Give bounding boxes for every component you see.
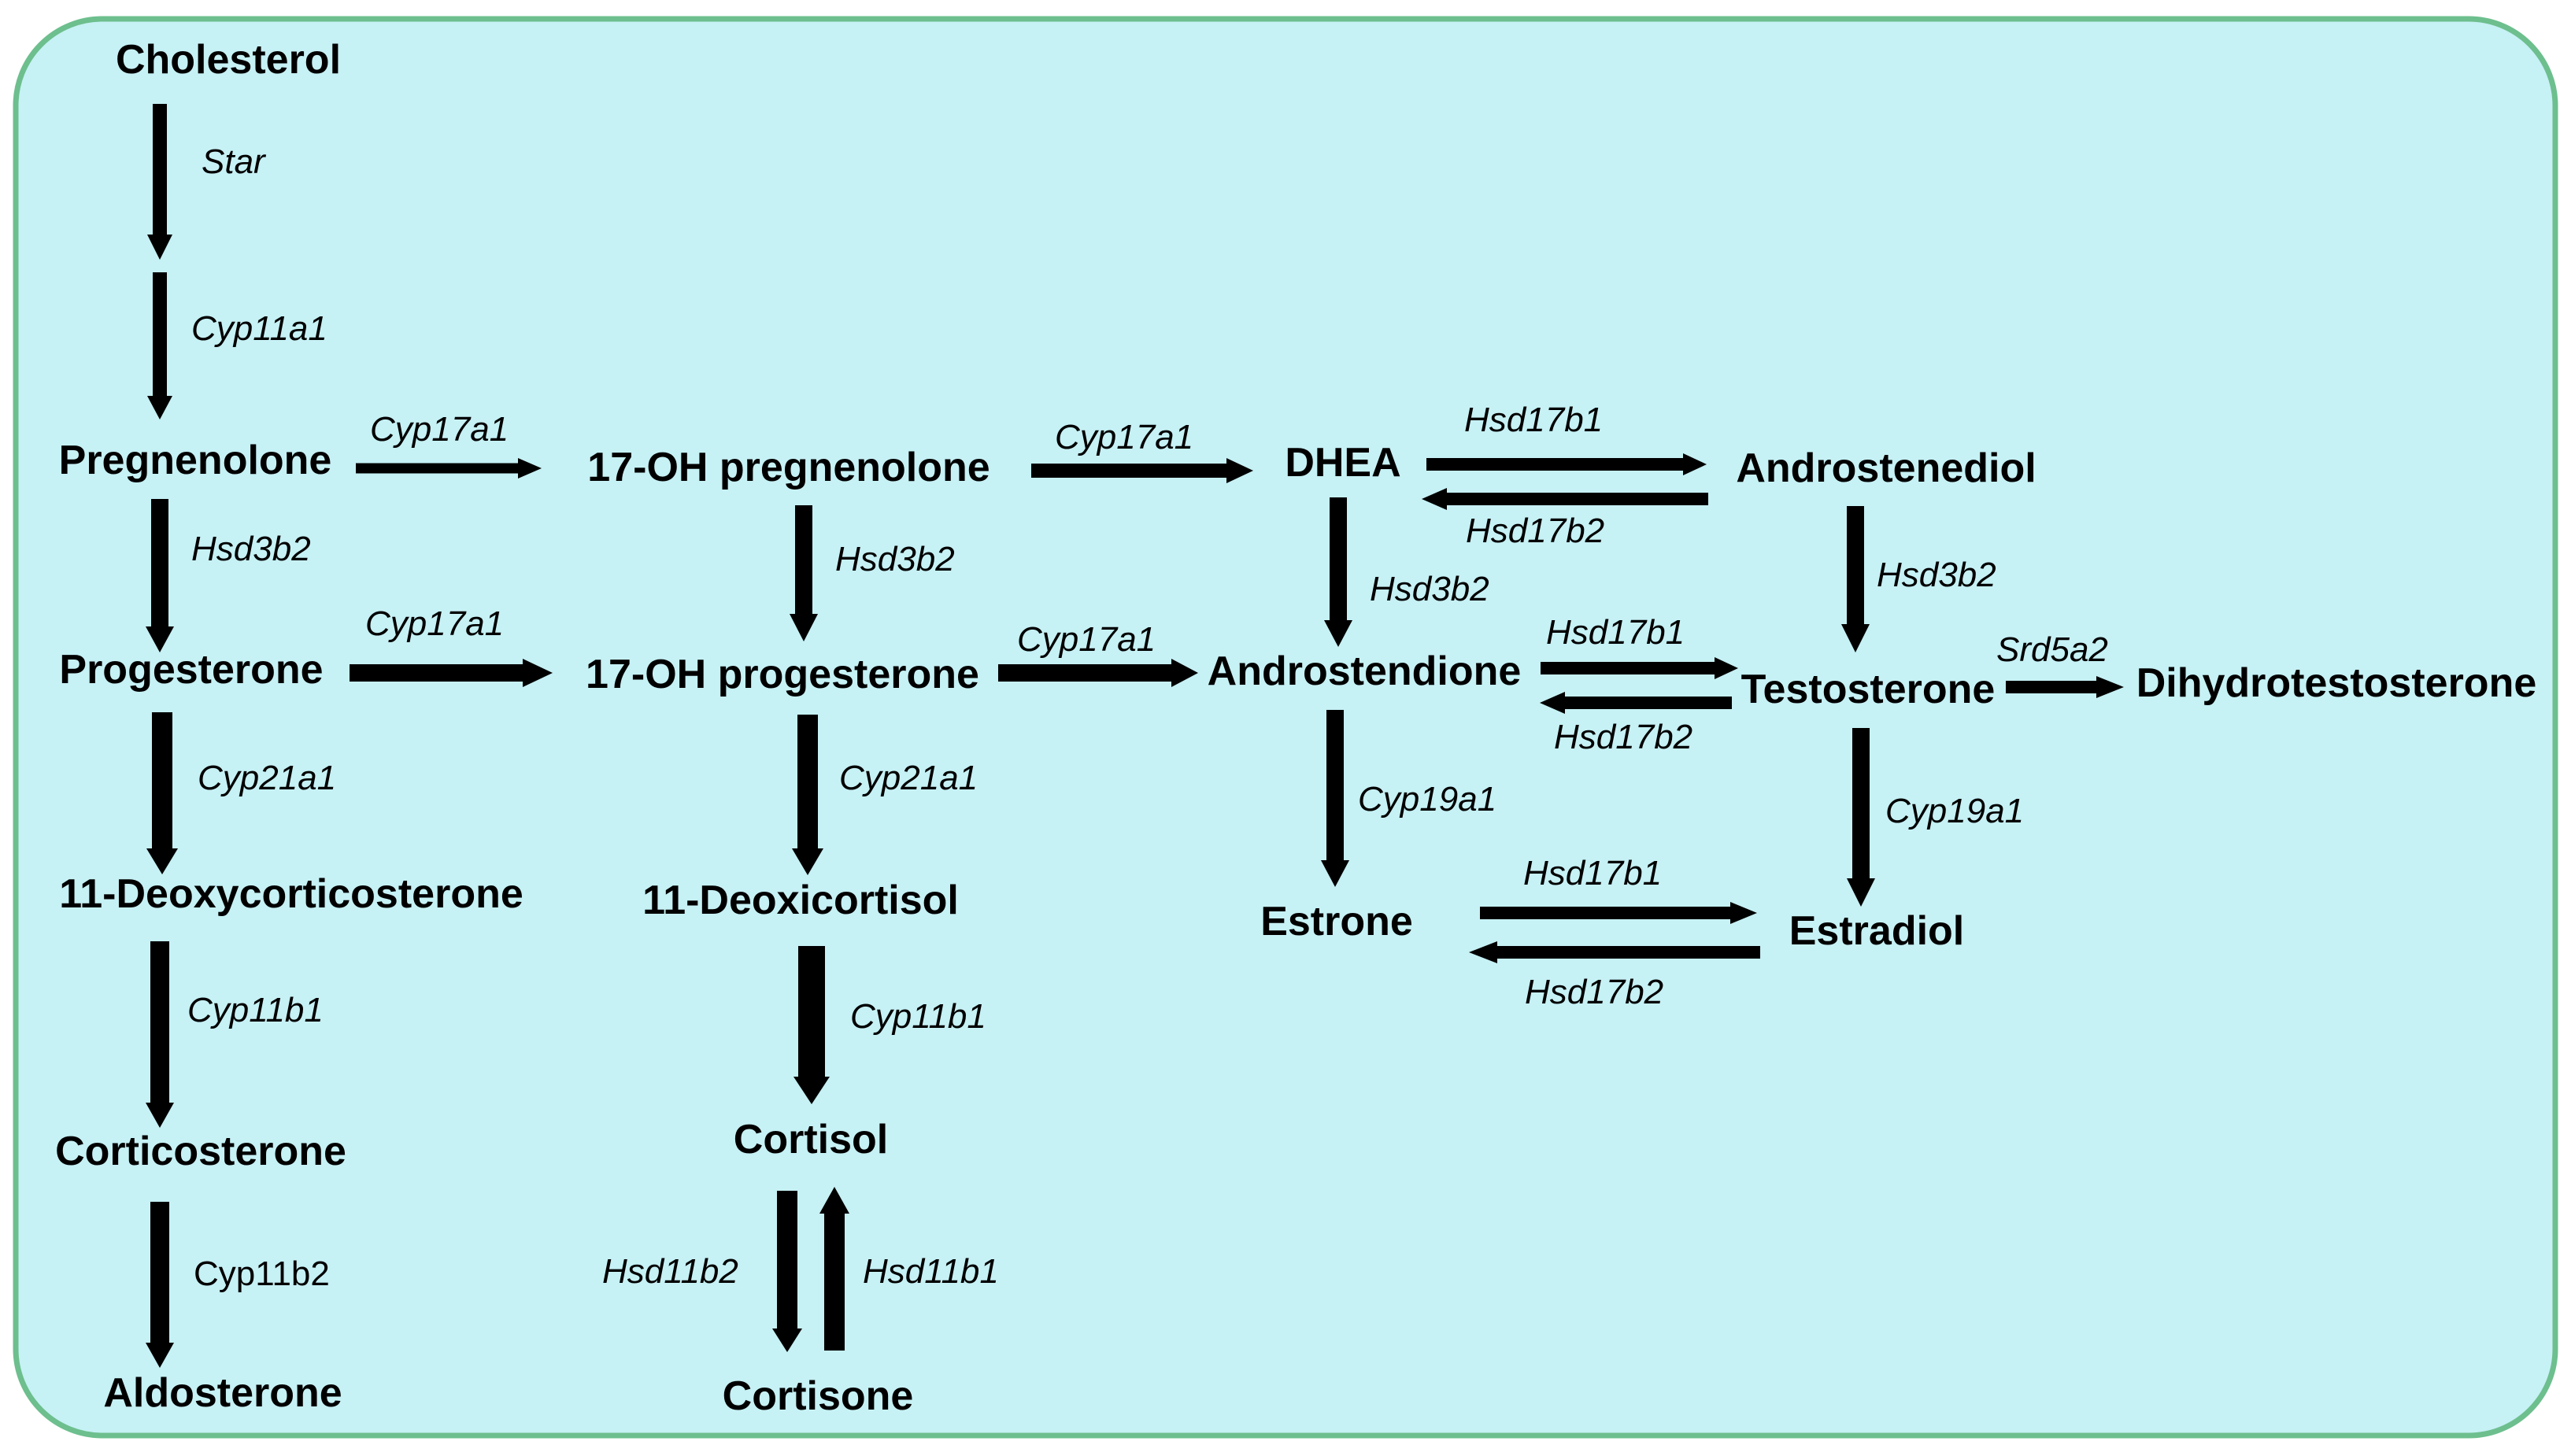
arrow-androstendione-to-testosterone	[1541, 657, 1738, 679]
enzyme-cyp17a1-17oh-pregnenolone: Cyp17a1	[1055, 418, 1193, 456]
enzyme-cyp21a1-progesterone: Cyp21a1	[198, 759, 336, 797]
compound-androstendione: Androstendione	[1208, 649, 1522, 694]
enzyme-hsd17b1-estrone: Hsd17b1	[1523, 854, 1662, 892]
arrow-deoxicortisol-to-cortisol	[793, 946, 830, 1104]
arrow-testosterone-to-estradiol	[1847, 728, 1875, 907]
enzyme-cyp19a1-testosterone: Cyp19a1	[1885, 792, 2024, 830]
arrow-pregnenolone-to-17oh-pregnenolone	[356, 458, 542, 479]
arrow-pregnenolone-to-progesterone	[146, 499, 174, 652]
compound-17oh-pregnenolone: 17-OH pregnenolone	[587, 445, 990, 490]
enzyme-hsd17b2-estrone: Hsd17b2	[1525, 973, 1663, 1011]
enzyme-hsd11b2: Hsd11b2	[602, 1252, 738, 1291]
enzyme-cyp17a1-pregnenolone: Cyp17a1	[370, 410, 509, 449]
compound-11-deoxicortisol: 11-Deoxicortisol	[642, 878, 959, 923]
compound-androstenediol: Androstenediol	[1736, 445, 2036, 491]
arrow-androstendione-to-estrone	[1321, 710, 1349, 887]
enzyme-hsd11b1: Hsd11b1	[863, 1252, 999, 1291]
reaction-arrows	[146, 104, 2124, 1368]
arrow-androstenediol-to-testosterone	[1841, 506, 1870, 652]
enzyme-cyp11b1-deoxycorticosterone: Cyp11b1	[187, 991, 324, 1029]
compound-progesterone: Progesterone	[59, 647, 323, 693]
arrow-corticosterone-to-aldosterone	[146, 1202, 174, 1368]
arrow-testosterone-to-dihydrotestosterone	[2006, 676, 2124, 698]
enzyme-cyp17a1-17oh-progesterone: Cyp17a1	[1017, 620, 1156, 659]
enzyme-cyp21a1-17oh-progesterone: Cyp21a1	[839, 759, 978, 797]
arrow-17oh-progesterone-to-deoxicortisol	[792, 715, 823, 875]
compound-cholesterol: Cholesterol	[116, 37, 341, 83]
enzyme-hsd3b2-dhea: Hsd3b2	[1370, 570, 1489, 608]
enzyme-hsd17b2-androstendione: Hsd17b2	[1554, 718, 1692, 756]
compound-dihydrotestosterone: Dihydrotestosterone	[2136, 660, 2537, 706]
compound-corticosterone: Corticosterone	[55, 1129, 346, 1174]
enzyme-hsd17b1-dhea: Hsd17b1	[1464, 401, 1603, 439]
compound-estradiol: Estradiol	[1789, 908, 1965, 954]
enzyme-hsd3b2-androstenediol: Hsd3b2	[1877, 556, 1996, 594]
compound-testosterone: Testosterone	[1741, 667, 1996, 712]
compound-cortisone: Cortisone	[723, 1373, 914, 1419]
enzyme-star: Star	[202, 142, 267, 181]
pathway-panel	[13, 16, 2558, 1439]
arrow-deoxycorticosterone-to-corticosterone	[146, 941, 174, 1128]
enzyme-cyp11b1-deoxicortisol: Cyp11b1	[850, 997, 986, 1036]
compound-labels: Cholesterol Pregnenolone Progesterone 11…	[55, 37, 2536, 1419]
arrow-cholesterol-to-intermediate	[147, 104, 172, 260]
enzyme-cyp17a1-progesterone: Cyp17a1	[365, 604, 504, 643]
arrow-17oh-progesterone-to-androstendione	[998, 659, 1198, 687]
enzyme-cyp11a1: Cyp11a1	[191, 309, 327, 348]
arrow-dhea-to-androstenediol	[1426, 453, 1707, 475]
arrow-estrone-to-estradiol	[1480, 902, 1757, 924]
compound-17oh-progesterone: 17-OH progesterone	[586, 652, 979, 697]
arrow-testosterone-to-androstendione	[1540, 692, 1732, 714]
arrow-androstenediol-to-dhea	[1422, 488, 1708, 510]
enzyme-srd5a2: Srd5a2	[1996, 630, 2108, 669]
arrow-intermediate-to-pregnenolone	[147, 272, 172, 419]
compound-cortisol: Cortisol	[734, 1117, 888, 1162]
enzyme-hsd17b2-dhea: Hsd17b2	[1466, 512, 1604, 550]
enzyme-hsd3b2-pregnenolone: Hsd3b2	[191, 530, 311, 568]
arrow-estradiol-to-estrone	[1469, 941, 1760, 963]
enzyme-cyp11b2: Cyp11b2	[194, 1255, 330, 1293]
arrow-progesterone-to-17oh-progesterone	[350, 659, 553, 687]
compound-pregnenolone: Pregnenolone	[59, 438, 332, 483]
enzyme-hsd3b2-17oh-pregnenolone: Hsd3b2	[835, 540, 955, 578]
compound-11-deoxycorticosterone: 11-Deoxycorticosterone	[59, 871, 523, 917]
enzyme-labels: Star Cyp11a1 Hsd3b2 Cyp21a1 Cyp11b1 Cyp1…	[187, 142, 2108, 1293]
enzyme-cyp19a1-androstendione: Cyp19a1	[1358, 780, 1496, 819]
arrow-dhea-to-androstendione	[1324, 497, 1352, 647]
arrow-cortisol-to-cortisone	[772, 1191, 802, 1352]
enzyme-hsd17b1-androstendione: Hsd17b1	[1546, 613, 1685, 652]
arrow-17oh-pregnenolone-to-dhea	[1031, 458, 1253, 483]
compound-estrone: Estrone	[1260, 899, 1413, 944]
compound-aldosterone: Aldosterone	[103, 1370, 342, 1416]
compound-dhea: DHEA	[1285, 440, 1400, 486]
arrow-cortisone-to-cortisol	[819, 1187, 849, 1351]
arrow-progesterone-to-deoxycorticosterone	[146, 712, 178, 874]
arrow-17oh-pregnenolone-to-17oh-progesterone	[790, 505, 818, 641]
